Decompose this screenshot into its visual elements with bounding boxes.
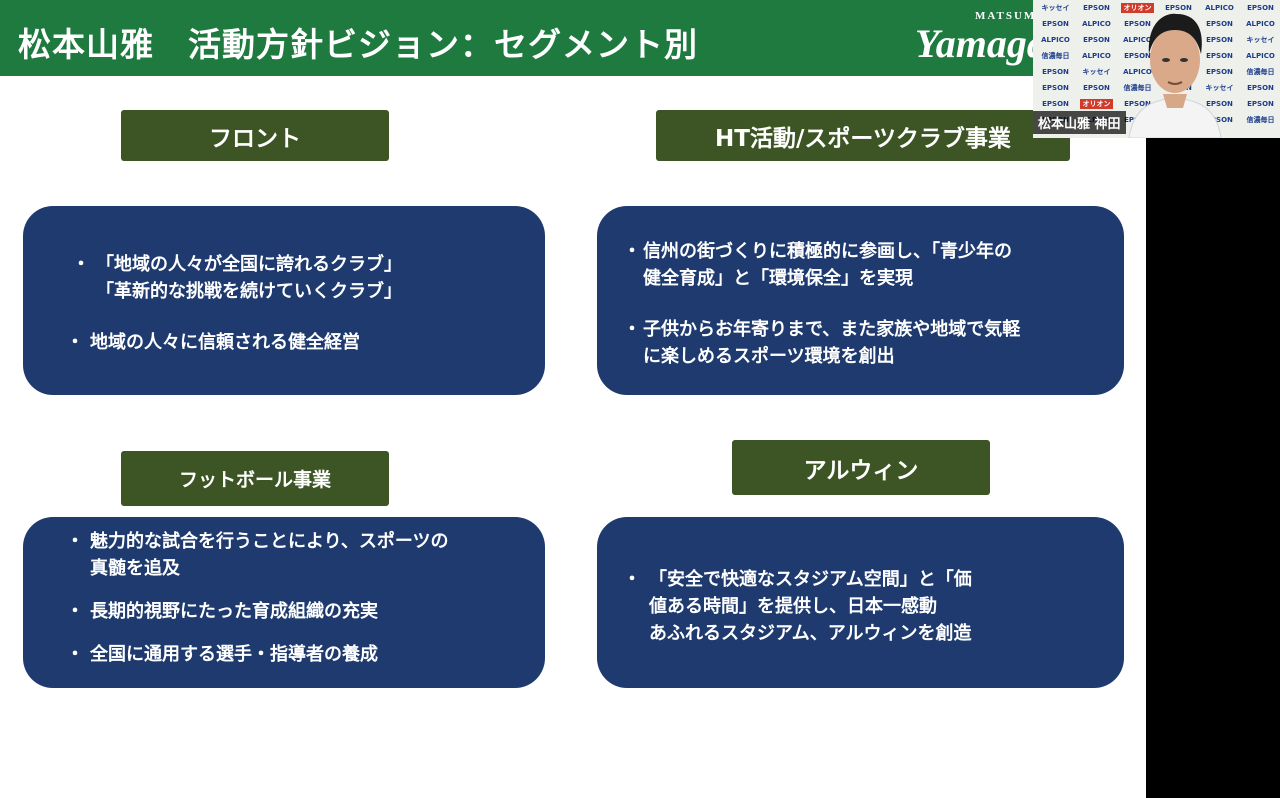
participant-name-tag: 松本山雅 神田 [1033,111,1126,134]
sponsor-logo: EPSON [1042,84,1069,92]
segment-label-football: フットボール事業 [121,451,389,506]
segment-box-alwin: ・「安全で快適なスタジアム空間」と「価 値ある時間」を提供し、日本一感動 あふれ… [597,517,1124,688]
list-item: ・「安全で快適なスタジアム空間」と「価 値ある時間」を提供し、日本一感動 あふれ… [623,566,1109,647]
segment-box-football: ・魅力的な試合を行うことにより、スポーツの 真髄を追及 ・長期的視野にたった育成… [23,517,545,688]
participant-video-tile[interactable]: キッセイ EPSON オリオン EPSON ALPICO EPSON EPSON ALPICO… [1033,0,1280,138]
list-item: ・魅力的な試合を行うことにより、スポーツの 真髄を追及 [66,528,525,582]
sponsor-logo: EPSON [1206,100,1233,108]
list-item: ・「地域の人々が全国に誇れるクラブ」 「革新的な挑戦を続けていくクラブ」 [72,251,525,305]
sponsor-logo: EPSON [1124,100,1151,108]
presentation-slide: 松本山雅 活動方針ビジョン：セグメント別 MATSUM Yamaga フロント … [0,0,1146,798]
sponsor-logo: 信濃毎日 [1041,52,1070,60]
sponsor-logo: 信濃毎日 [1246,68,1275,76]
sponsor-logo: EPSON [1042,20,1069,28]
participant-avatar [1128,13,1222,138]
sponsor-logo: ALPICO [1123,68,1152,76]
sponsor-logo: ALPICO [1246,20,1275,28]
sponsor-logo: EPSON [1206,52,1233,60]
sponsor-logo: キッセイ [1041,4,1070,12]
bullet: ・ [623,569,641,590]
logo-wordmark: Yamaga [915,21,1047,66]
logo-subtext: MATSUM [975,10,1037,22]
sponsor-logo: ALPICO [1246,52,1275,60]
bullet: ・ [66,531,84,552]
list-item: ・子供からお年寄りまで、また家族や地域で気軽 に楽しめるスポーツ環境を創出 [623,316,1109,370]
sponsor-logo: ALPICO [1082,20,1111,28]
bullet: ・ [623,319,641,340]
sponsor-logo: EPSON [1124,52,1151,60]
sponsor-logo: ALPICO [1205,4,1234,12]
bullet: ・ [66,332,84,353]
sponsor-logo: EPSON [1247,100,1274,108]
sponsor-logo: ALPICO [1041,36,1070,44]
sponsor-logo: EPSON [1247,84,1274,92]
bullet: ・ [72,254,90,275]
sponsor-logo: EPSON [1206,36,1233,44]
list-item: ・地域の人々に信頼される健全経営 [66,329,519,356]
sponsor-logo: EPSON [1083,36,1110,44]
sponsor-logo: キッセイ [1082,68,1111,76]
list-item: ・長期的視野にたった育成組織の充実 [66,598,525,625]
segment-box-front: ・「地域の人々が全国に誇れるクラブ」 「革新的な挑戦を続けていくクラブ」 ・地域… [23,206,545,395]
sponsor-logo: EPSON [1124,20,1151,28]
bullet: ・ [66,644,84,665]
bullet: ・ [66,601,84,622]
sponsor-logo: オリオン [1080,99,1113,109]
sponsor-logo: EPSON [1165,4,1192,12]
sponsor-logo: EPSON [1042,68,1069,76]
sponsor-logo: 信濃毎日 [1246,116,1275,124]
zoom-watermark: zoom [1001,692,1146,773]
slide-title: 松本山雅 活動方針ビジョン：セグメント別 [18,25,698,64]
sponsor-logo: EPSON [1206,68,1233,76]
sponsor-logo: EPSON [1247,4,1274,12]
sponsor-logo: EPSON [1083,84,1110,92]
sponsor-logo: キッセイ [1246,36,1275,44]
sponsor-logo: EPSON [1083,4,1110,12]
sponsor-logo: EPSON [1206,20,1233,28]
sponsor-logo: EPSON [1206,116,1233,124]
sponsor-logo: ALPICO [1082,52,1111,60]
slide-header: 松本山雅 活動方針ビジョン：セグメント別 MATSUM Yamaga [0,0,1146,76]
sponsor-logo: キッセイ [1205,84,1234,92]
bullet: ・ [623,241,641,262]
sponsor-logo: ALPICO [1123,36,1152,44]
list-item: ・信州の街づくりに積極的に参画し、「青少年の 健全育成」と「環境保全」を実現 [623,238,1109,292]
segment-box-sports-club: ・信州の街づくりに積極的に参画し、「青少年の 健全育成」と「環境保全」を実現 ・… [597,206,1124,395]
segment-label-front: フロント [121,110,389,161]
segment-label-alwin: アルウィン [732,440,990,495]
segment-label-sports-club: HT活動/スポーツクラブ事業 [656,110,1070,161]
sponsor-logo: 信濃毎日 [1123,84,1152,92]
list-item: ・全国に通用する選手・指導者の養成 [66,641,525,668]
sponsor-logo: EPSON [1042,100,1069,108]
sponsor-logo: オリオン [1121,3,1154,13]
